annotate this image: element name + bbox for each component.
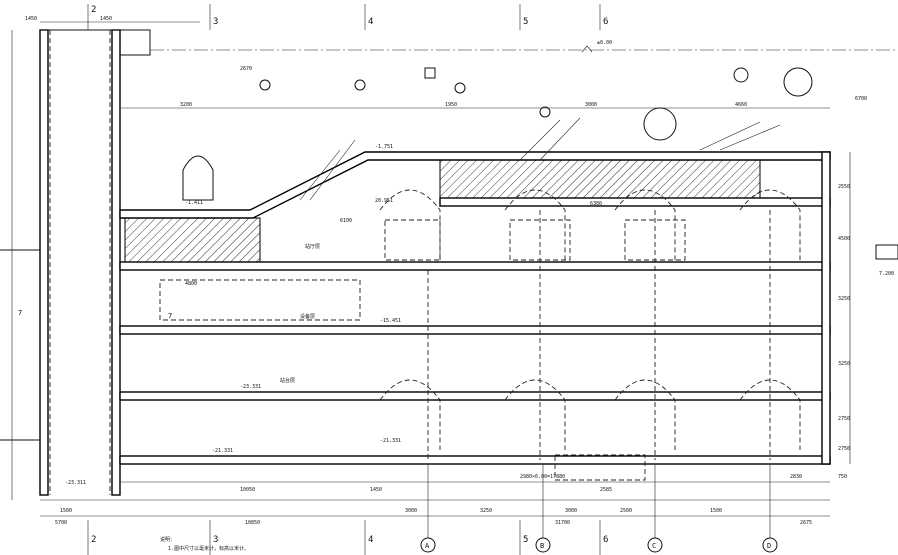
grid-label-top-2: 2	[91, 5, 96, 15]
svg-text:A: A	[425, 542, 430, 550]
elevation-1: -1.751	[375, 144, 393, 150]
grid-label-top-3: 3	[213, 17, 218, 27]
dim-bottom-2-3: 3250	[480, 508, 492, 514]
dim-right-6: 2750	[838, 446, 850, 452]
grid-lines	[87, 4, 601, 555]
notes-line-1: 1.图中尺寸以毫米计，标高以米计。	[168, 545, 249, 552]
dim-right-4: 3250	[838, 361, 850, 367]
ground-mark-icon	[581, 45, 593, 53]
dim-top-5: 1950	[445, 102, 457, 108]
dim-bottom-2-4: 3000	[565, 508, 577, 514]
elevation-7: -21.331	[380, 438, 401, 444]
ground-elevation: ±0.00	[597, 40, 612, 46]
dim-bottom-1-1: 10050	[240, 487, 255, 493]
dim-top-4: 3200	[180, 102, 192, 108]
dim-bottom-3-4: 2675	[800, 520, 812, 526]
backfill-left	[124, 217, 261, 264]
dim-top-3: 2670	[240, 66, 252, 72]
dim-bottom-1-3: 2980×6.00=17880	[520, 474, 565, 480]
axis-bubble-C: C	[647, 464, 663, 553]
dim-mid-3: 6380	[590, 201, 602, 207]
elevation-4: -15.451	[380, 318, 401, 324]
level-name-2: 设备层	[300, 313, 315, 320]
axis-bubble-B: B	[535, 464, 551, 553]
grid-label-bottom-5: 5	[523, 535, 528, 545]
dim-bottom-3-1: 5700	[55, 520, 67, 526]
dim-mid-2: 6100	[340, 218, 352, 224]
elevation-8: -23.311	[65, 480, 86, 486]
leader-lines	[299, 117, 781, 201]
elevation-2: -1.411	[185, 200, 203, 206]
pipes	[259, 67, 813, 141]
axis-bubble-A: A	[420, 464, 436, 553]
dim-top-7: 4660	[735, 102, 747, 108]
dim-bottom-1-5: 2830	[790, 474, 802, 480]
level-name-1: 站厅层	[305, 243, 320, 250]
dim-bottom-2-2: 3000	[405, 508, 417, 514]
dim-bottom-2-6: 1500	[710, 508, 722, 514]
svg-text:C: C	[652, 542, 656, 550]
svg-text:B: B	[540, 542, 544, 550]
elevation-3: 20.951	[375, 198, 393, 204]
notes-title: 说明：	[160, 536, 175, 543]
section-mark-2: 7	[168, 312, 172, 320]
dim-top-1: 1450	[25, 16, 37, 22]
dim-top-6: 3000	[585, 102, 597, 108]
grid-label-bottom-3: 3	[213, 535, 218, 545]
dim-top-8: 6700	[855, 96, 867, 102]
dim-right-2: 4500	[838, 236, 850, 242]
svg-text:D: D	[767, 542, 771, 550]
right-tag: 7.200	[879, 271, 894, 277]
grid-label-top-5: 5	[523, 17, 528, 27]
right-tag-box	[875, 244, 898, 260]
dim-bottom-3-3: 31700	[555, 520, 570, 526]
section-mark-1: 7	[18, 309, 22, 317]
dim-bottom-1-6: 750	[838, 474, 847, 480]
grid-label-top-4: 4	[368, 17, 373, 27]
elevation-6: -21.331	[212, 448, 233, 454]
dim-top-2: 1450	[100, 16, 112, 22]
vent-duct	[182, 155, 214, 201]
dim-bottom-1-2: 1450	[370, 487, 382, 493]
dim-right-5: 2750	[838, 416, 850, 422]
dim-bottom-2-5: 2500	[620, 508, 632, 514]
grid-label-bottom-4: 4	[368, 535, 373, 545]
dim-bottom-1-4: 2585	[600, 487, 612, 493]
dim-right-3: 3250	[838, 296, 850, 302]
grid-label-top-6: 6	[603, 17, 608, 27]
dim-bottom-3-2: 10850	[245, 520, 260, 526]
level-name-3: 站台层	[280, 377, 295, 384]
grid-label-bottom-2: 2	[91, 535, 96, 545]
dim-right-1: 2550	[838, 184, 850, 190]
axis-bubble-D: D	[762, 464, 778, 553]
dim-mid-1: 4800	[185, 281, 197, 287]
dim-bottom-2-1: 1500	[60, 508, 72, 514]
elevation-5: -23.331	[240, 384, 261, 390]
arches	[159, 189, 801, 481]
floor-slabs	[119, 151, 831, 465]
grid-label-bottom-6: 6	[603, 535, 608, 545]
